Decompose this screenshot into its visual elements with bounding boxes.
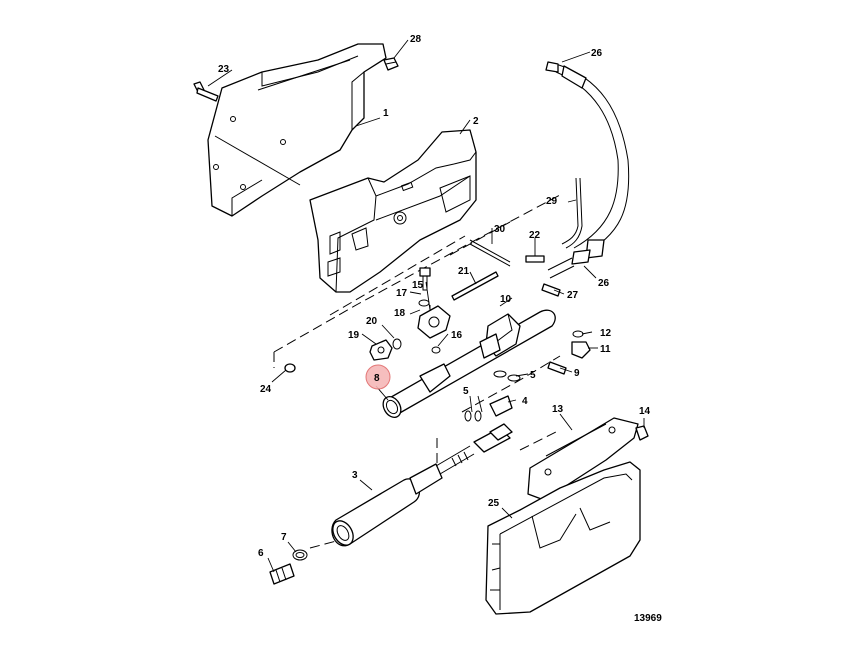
callout-18[interactable]: 18	[394, 308, 406, 319]
callout-26-top[interactable]: 26	[591, 48, 603, 59]
part-3-ram-cylinder	[331, 423, 513, 547]
part-5-orings-lower	[464, 410, 482, 422]
part-12-oring	[572, 330, 584, 338]
callout-5-upper[interactable]: 5	[530, 370, 536, 381]
callout-6[interactable]: 6	[258, 548, 264, 559]
callout-20[interactable]: 20	[366, 316, 378, 327]
part-20-oring	[392, 338, 402, 350]
part-9-fitting	[547, 361, 567, 375]
callout-29[interactable]: 29	[546, 196, 558, 207]
callout-3[interactable]: 3	[352, 470, 358, 481]
part-1-mounting-bracket	[207, 43, 387, 217]
callout-15[interactable]: 15	[412, 280, 424, 291]
highlight-callout-8	[365, 364, 391, 390]
callout-25[interactable]: 25	[488, 498, 500, 509]
callout-30[interactable]: 30	[494, 224, 506, 235]
callout-19[interactable]: 19	[348, 330, 360, 341]
leader-lines	[207, 39, 645, 573]
part-15-clamp	[417, 305, 451, 339]
part-5-orings-upper	[493, 370, 521, 382]
part-7-oring	[292, 549, 308, 561]
callout-24[interactable]: 24	[260, 384, 272, 395]
part-23-bolt	[193, 81, 219, 102]
part-11-elbow	[571, 341, 591, 359]
callout-22[interactable]: 22	[529, 230, 541, 241]
callout-7[interactable]: 7	[281, 532, 287, 543]
part-18-washer	[418, 299, 430, 307]
part-26-hose	[545, 61, 630, 279]
callout-11[interactable]: 11	[600, 344, 611, 355]
part-21-rod	[451, 271, 499, 301]
callout-5-lower[interactable]: 5	[463, 386, 469, 397]
part-2-housing	[309, 129, 477, 293]
callout-8[interactable]: 8	[374, 373, 380, 384]
part-16-fastener	[431, 346, 441, 354]
callout-21[interactable]: 21	[458, 266, 470, 277]
callout-26-bottom[interactable]: 26	[598, 278, 610, 289]
part-6-fitting	[269, 563, 295, 585]
figure-number: 13969	[634, 613, 662, 624]
callout-23[interactable]: 23	[218, 64, 230, 75]
part-22-fitting	[525, 255, 545, 263]
assembly-centerlines	[273, 194, 561, 549]
callout-16[interactable]: 16	[451, 330, 463, 341]
callout-1[interactable]: 1	[383, 108, 389, 119]
part-13-bracket	[527, 417, 639, 501]
callout-4[interactable]: 4	[522, 396, 528, 407]
part-25-cover	[485, 461, 641, 615]
callout-14[interactable]: 14	[639, 406, 651, 417]
callout-2[interactable]: 2	[473, 116, 479, 127]
part-29-line	[561, 177, 583, 249]
part-4-elbow-fitting	[489, 395, 513, 417]
callout-9[interactable]: 9	[574, 368, 580, 379]
part-17-bolt	[419, 267, 431, 291]
callout-13[interactable]: 13	[552, 404, 564, 415]
part-28-nut	[383, 57, 399, 71]
callout-labels: 23 28 1 2 26 29 30 22 21 26 17 15 27 10 …	[218, 34, 651, 559]
part-27-fitting	[541, 283, 561, 297]
part-24-cap	[284, 363, 296, 373]
part-19-fitting	[369, 339, 393, 361]
callout-27[interactable]: 27	[567, 290, 579, 301]
callout-17[interactable]: 17	[396, 288, 408, 299]
callout-28[interactable]: 28	[410, 34, 422, 45]
callout-12[interactable]: 12	[600, 328, 612, 339]
part-14-bolt	[635, 425, 649, 441]
part-8-cylinder	[382, 309, 556, 418]
callout-10[interactable]: 10	[500, 294, 512, 305]
part-30-pin	[469, 239, 511, 267]
